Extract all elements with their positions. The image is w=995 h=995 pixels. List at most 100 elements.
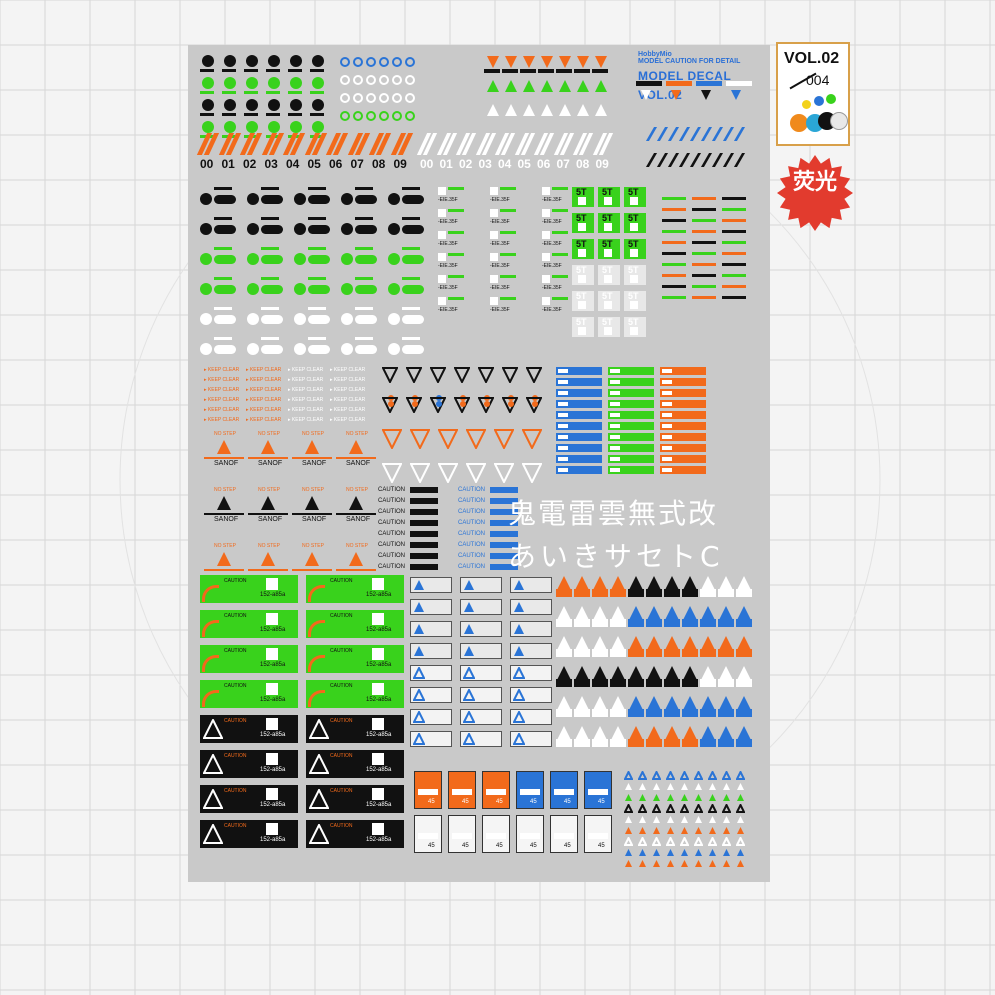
card-triangle-decal [514,580,524,590]
logo-caption-decal [355,307,373,310]
logo-circle-decal [312,121,324,133]
tab-triangle-decal [557,576,571,590]
code-square-decal [438,209,446,217]
tab-triangle-decal [719,666,733,680]
panel-code-text: 152-a85a [366,592,392,598]
mini-triangle-decal [639,783,646,790]
logo-bar-decal [310,113,324,116]
mini-triangle-decal-shape [708,837,717,846]
caution-bar-decal [410,487,438,493]
logo-oval-decal [341,313,353,325]
tick-decal [733,127,746,141]
logo-oval-decal [341,223,353,235]
caution-bar-decal [410,520,438,526]
mini-triangle-decal-shape [708,804,717,813]
label-strip-decal [608,433,654,441]
tab-triangle-decal-shape [737,606,751,620]
logo-plate-decal [355,345,377,354]
tab-triangle-decal [665,636,679,650]
inverted-triangle-decal [406,367,422,383]
panel-caution-text: CAUTION [330,788,353,794]
tab-triangle-decal [647,696,661,710]
logo-caption-decal [308,337,326,340]
sanof-decal: SANOF [258,460,283,467]
label-strip-decal [660,455,706,463]
eb-code-decal: -EIE.35F [490,197,510,203]
logo-plate-decal [261,255,283,264]
tab-triangle-decal [647,636,661,650]
tab-triangle-decal [665,606,679,620]
mini-triangle-decal [667,827,674,834]
mini-triangle-decal [695,816,702,823]
white-inverted-triangle-decal-shape [494,463,514,483]
tab-triangle-decal-shape [737,696,751,710]
mini-triangle-decal [639,860,646,867]
logo-plate-decal [355,255,377,264]
caution-decal: CAUTION [458,553,485,559]
caution-bar-decal [490,520,518,526]
tab-base-decal [682,649,698,657]
mini-triangle-decal-shape [652,771,661,780]
logo-oval-decal [200,343,212,355]
tab-triangle-decal [665,696,679,710]
tab-triangle-decal-shape [647,636,661,650]
tab-triangle-decal-shape [683,606,697,620]
tick-decal [689,153,702,167]
card-triangle-decal-shape [414,624,424,634]
ring-decal [353,75,363,85]
no-step-line-decal [248,513,288,515]
logo-bar-decal [244,69,258,72]
mini-triangle-decal-shape [723,794,730,801]
small-triangle-decal [671,90,681,100]
tab-base-decal [664,649,680,657]
tab-triangle-decal [611,576,625,590]
label-strip-decal [660,367,706,375]
tab-triangle-decal-shape [575,666,589,680]
mini-triangle-decal [736,771,745,780]
panel-caution-text: CAUTION [224,718,247,724]
mini-triangle-decal [624,837,633,846]
ring-decal [379,57,389,67]
panel-code-text: 152-a85a [366,837,392,843]
keep-clear-decal: ▸ KEEP CLEAR [288,417,324,423]
tab-base-decal [556,709,572,717]
mini-triangle-decal [694,771,703,780]
card-triangle-decal [513,667,525,679]
warning-triangle-decal [559,80,571,92]
code-line-decal [552,231,568,234]
label-strip-icon [558,424,568,428]
caution-decal: CAUTION [378,509,405,515]
tab-base-decal [628,649,644,657]
tab-triangle-decal [647,606,661,620]
mini-triangle-decal-shape [667,827,674,834]
ring-decal [379,111,389,121]
logo-plate-decal [308,225,330,234]
tab-base-decal [700,739,716,747]
mini-triangle-decal-shape [638,804,647,813]
code-square-decal [490,209,498,217]
label-strip-decal [556,378,602,386]
tab-base-decal [592,589,608,597]
keep-clear-decal: ▸ KEEP CLEAR [288,397,324,403]
no-step-decal: NO STEP [258,543,280,549]
ring-decal [405,93,415,103]
ring-decal [366,57,376,67]
mini-triangle-decal [653,827,660,834]
label-strip-decal [608,466,654,474]
mini-triangle-decal [708,837,717,846]
mini-triangle-decal-shape [709,860,716,867]
tick-decal [700,153,713,167]
mini-triangle-decal [681,827,688,834]
logo-plate-decal [308,315,330,324]
logo-oval-decal [388,193,400,205]
tab-triangle-decal-shape [701,576,715,590]
tab-base-decal [574,589,590,597]
badge-volume: VOL.02 [784,50,840,67]
caution-decal: CAUTION [458,498,485,504]
label-strip-decal [608,444,654,452]
code-line-decal [552,297,568,300]
card-triangle-decal-shape [514,602,524,612]
tab-base-decal [700,649,716,657]
mini-triangle-decal-shape [624,771,633,780]
warning-triangle-decal-shape [577,56,589,68]
